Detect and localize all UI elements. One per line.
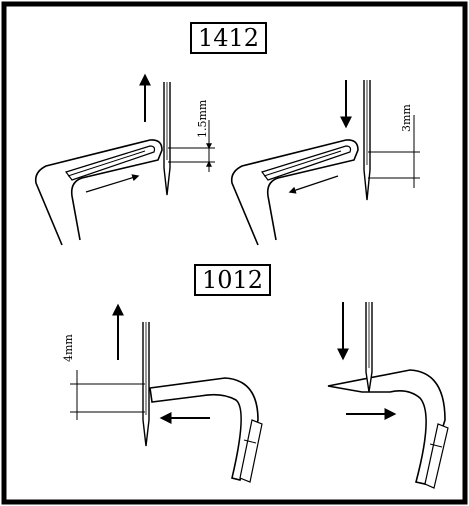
- bottom-left-looper: [149, 377, 259, 481]
- top-left-figure: [34, 73, 215, 246]
- top-right-measure-label: 3mm: [400, 104, 413, 132]
- bottom-right-looper: [327, 369, 446, 485]
- top-left-measure-label: 1.5mm: [196, 99, 209, 138]
- top-left-looper: [34, 139, 163, 246]
- top-section-title: 1412: [190, 22, 268, 54]
- top-right-figure: [230, 80, 420, 246]
- bottom-right-figure: [327, 302, 449, 489]
- bottom-left-figure: [70, 303, 263, 483]
- bottom-section-title: 1012: [194, 264, 272, 296]
- top-right-looper: [230, 139, 359, 246]
- bottom-left-measure-label: 4mm: [62, 334, 75, 362]
